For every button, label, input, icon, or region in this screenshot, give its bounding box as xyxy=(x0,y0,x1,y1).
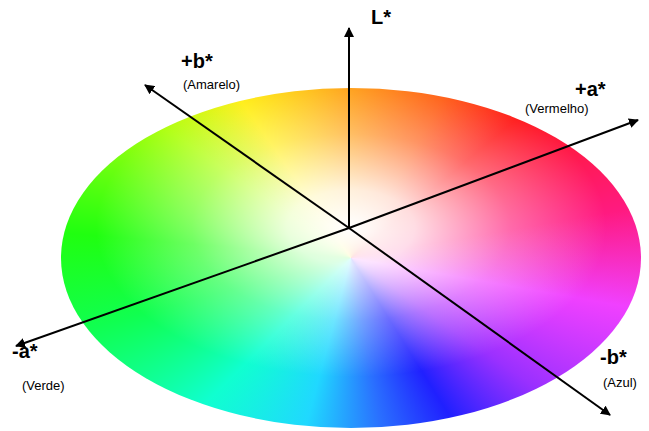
axis-note: (Azul) xyxy=(603,375,637,390)
b-axis-negative xyxy=(349,228,610,415)
a-axis-positive xyxy=(349,120,638,228)
axis-name: -b* xyxy=(600,346,627,369)
axis-name: +a* xyxy=(575,78,606,101)
b-axis-positive xyxy=(145,85,349,228)
axis-name: +b* xyxy=(181,50,213,73)
axis-note: (Vermelho) xyxy=(525,101,589,116)
axis-note: (Amarelo) xyxy=(183,77,240,92)
a-axis-negative xyxy=(16,228,349,346)
l-axis xyxy=(348,28,350,228)
axis-note: (Verde) xyxy=(22,378,65,393)
axis-name: L* xyxy=(371,6,391,29)
axis-name: -a* xyxy=(12,340,38,363)
white-center xyxy=(61,88,641,428)
